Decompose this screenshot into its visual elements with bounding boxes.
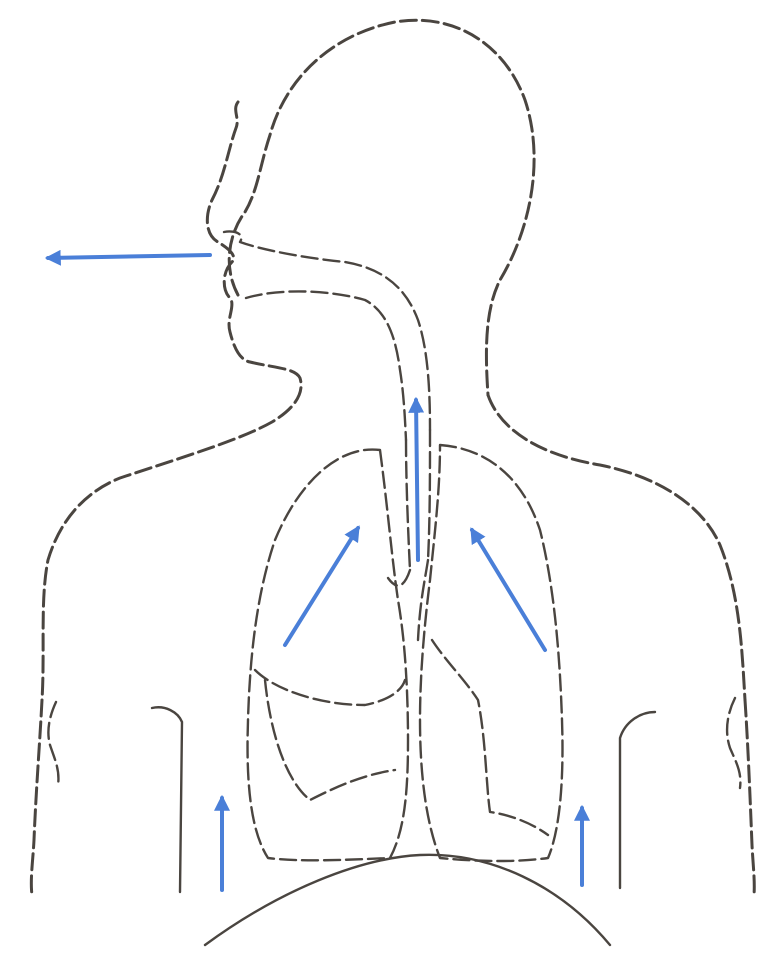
trachea-left-wall	[406, 440, 410, 570]
nasal-airway-upper	[224, 231, 430, 430]
right-lung-inner-lobe	[432, 640, 548, 835]
nose-exhale-arrow	[48, 255, 210, 258]
left-armpit-curve	[48, 702, 58, 785]
right-lung-exhale-arrow	[472, 530, 545, 650]
left-lung-inner-lobe	[255, 670, 405, 705]
right-armpit-curve	[727, 698, 740, 788]
left-lung-lower-lobe	[265, 680, 395, 800]
left-side-rib-line	[152, 707, 182, 892]
left-lung-exhale-arrow	[285, 528, 358, 645]
trachea-exhale-arrow	[416, 400, 418, 560]
left-bronchus	[388, 570, 410, 586]
trachea-right-wall	[428, 430, 430, 560]
air-flow-arrows	[48, 255, 582, 890]
head-outline	[229, 20, 534, 395]
back-shoulder-outline	[488, 395, 745, 700]
right-side-rib-line	[620, 712, 655, 888]
diaphragm-curve	[205, 855, 610, 945]
left-lung-outline	[248, 450, 408, 861]
face-profile	[42, 102, 301, 700]
left-arm-outline	[31, 700, 42, 895]
right-arm-outline	[745, 700, 754, 895]
